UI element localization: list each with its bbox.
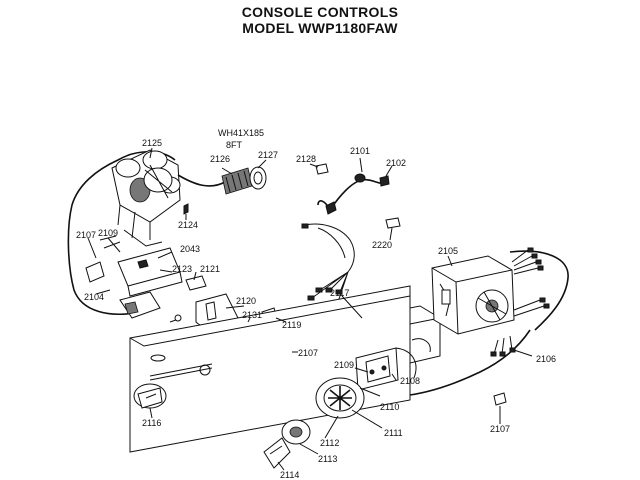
screw-2124 [183,203,189,215]
label-2107-left: 2107 [76,230,96,240]
label-2124: 2124 [178,220,198,230]
label-2101: 2101 [350,146,370,156]
label-2108: 2108 [400,376,420,386]
label-2104: 2104 [84,292,104,302]
label-2113: 2113 [318,454,337,464]
label-2107-middle: 2107 [298,348,318,358]
label-2125: 2125 [142,138,162,148]
label-2116: 2116 [142,418,161,428]
wire-harness-2101 [317,173,390,215]
timer-wire-bundle-2106 [490,247,550,357]
label-2127: 2127 [258,150,278,160]
clip-2128 [315,163,329,175]
selector-knob-2116 [133,383,167,409]
water-valve-assembly [111,149,181,247]
terminal-wire-bundle [301,223,355,305]
label-2043: 2043 [180,244,200,254]
label-2220: 2220 [372,240,392,250]
connector-2220 [385,217,401,229]
label-2126: 2126 [210,154,230,164]
diagram-title: CONSOLE CONTROLS [241,4,399,20]
switch-2121 [185,275,207,291]
hose-length: 8FT [226,140,243,150]
leader-lines [87,147,533,471]
clip-2107-right [493,392,507,406]
inlet-hose [177,166,267,195]
hose-part-number: WH41X185 [218,128,264,138]
label-2112: 2112 [320,438,339,448]
control-bracket [85,235,183,319]
label-2110: 2110 [380,402,399,412]
label-2107-right: 2107 [490,424,510,434]
label-2131: 2131 [242,310,262,320]
label-2111: 2111 [384,428,403,438]
timer-knob-2114 [263,419,311,469]
bracket-2108 [355,347,417,391]
label-2106: 2106 [536,354,556,364]
label-2120: 2120 [236,296,256,306]
label-2105: 2105 [438,246,458,256]
label-2109-bottom: 2109 [334,360,354,370]
timer-2105 [431,255,515,335]
label-2109-top: 2109 [98,228,118,238]
label-2119: 2119 [282,320,301,330]
label-2102: 2102 [386,158,406,168]
timer-dial-ring-2112 [315,377,365,419]
model-number: MODEL WWP1180FAW [242,20,398,36]
harness-lower-run [409,329,531,396]
label-2121: 2121 [200,264,220,274]
label-2128: 2128 [296,154,316,164]
label-2123: 2123 [172,264,192,274]
label-2114: 2114 [280,470,299,480]
label-2117: 2117 [330,288,349,298]
